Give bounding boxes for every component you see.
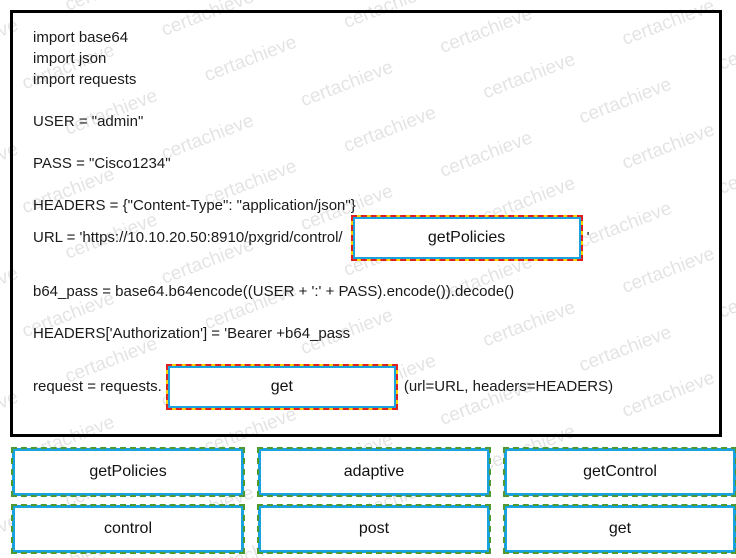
watermark-text: certachieve: [576, 0, 675, 5]
code-line: USER = "admin": [33, 113, 144, 130]
drop-slot-url-value: getPolicies: [427, 229, 506, 246]
answer-option-post[interactable]: post: [257, 504, 491, 554]
drop-slot-verb[interactable]: get: [165, 364, 398, 410]
code-line: PASS = "Cisco1234": [33, 155, 171, 172]
code-line: HEADERS['Authorization'] = 'Bearer +b64_…: [33, 325, 351, 342]
code-line: b64_pass = base64.b64encode((USER + ':' …: [33, 283, 515, 300]
code-panel: import base64 import json import request…: [10, 10, 722, 437]
code-line: import base64: [33, 29, 129, 46]
code-spacer: [33, 132, 719, 153]
answer-option-getpolicies[interactable]: getPolicies: [11, 447, 245, 497]
code-line-url: URL = 'https://10.10.20.50:8910/pxgrid/c…: [33, 215, 719, 261]
request-line-suffix: (url=URL, headers=HEADERS): [403, 378, 614, 395]
answer-option-label: post: [358, 520, 390, 537]
answer-bank: getPolicies adaptive getControl control …: [11, 447, 736, 554]
url-line-prefix: URL = 'https://10.10.20.50:8910/pxgrid/c…: [33, 229, 343, 246]
answer-option-getcontrol[interactable]: getControl: [503, 447, 736, 497]
code-line: import requests: [33, 71, 137, 88]
drop-slot-verb-value: get: [270, 378, 293, 395]
answer-option-label: adaptive: [343, 463, 405, 480]
code-spacer: [33, 260, 719, 281]
code-spacer: [33, 302, 719, 323]
answer-option-control[interactable]: control: [11, 504, 245, 554]
answer-option-get[interactable]: get: [503, 504, 736, 554]
drop-slot-url[interactable]: getPolicies: [350, 215, 583, 261]
url-line-suffix: ': [586, 229, 590, 246]
code-spacer: [33, 344, 719, 365]
answer-option-label: get: [608, 520, 632, 537]
request-line-prefix: request = requests.: [33, 378, 162, 395]
code-spacer: [33, 174, 719, 195]
answer-option-label: control: [103, 520, 153, 537]
code-spacer: [33, 90, 719, 111]
answer-option-adaptive[interactable]: adaptive: [257, 447, 491, 497]
code-line-request: request = requests. get (url=URL, header…: [33, 364, 719, 410]
answer-option-label: getPolicies: [89, 463, 167, 480]
code-body: import base64 import json import request…: [13, 13, 719, 434]
code-line: HEADERS = {"Content-Type": "application/…: [33, 197, 356, 214]
code-line: import json: [33, 50, 107, 67]
answer-option-label: getControl: [583, 463, 657, 480]
